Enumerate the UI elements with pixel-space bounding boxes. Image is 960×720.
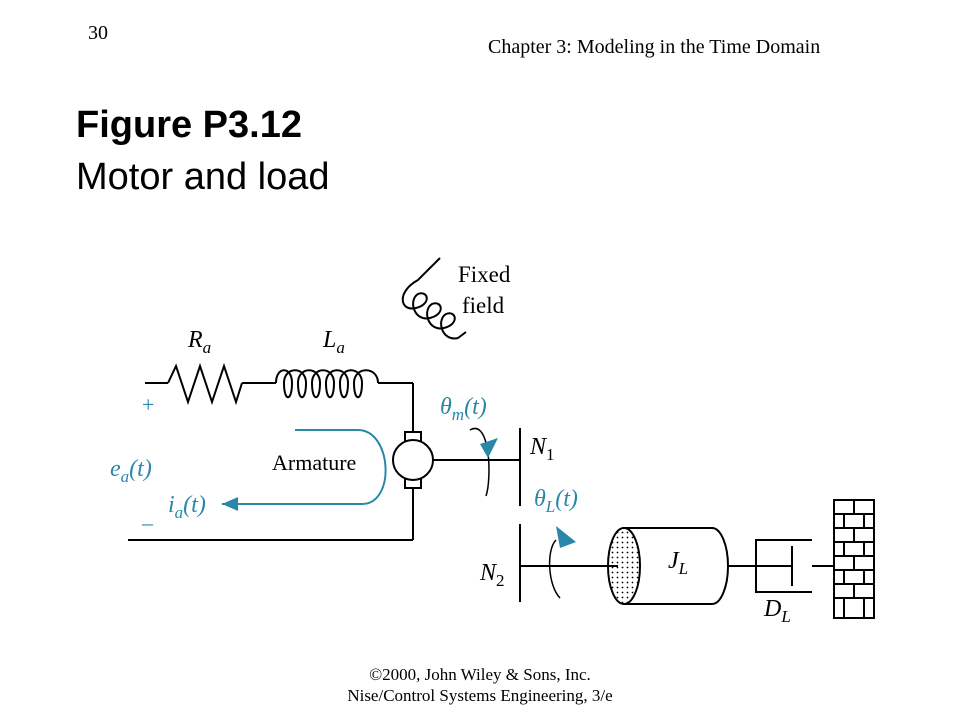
theta-l-arrowhead-icon	[556, 526, 576, 548]
label-minus: –	[141, 510, 154, 535]
label-la: La	[322, 327, 345, 357]
footer: ©2000, John Wiley & Sons, Inc. Nise/Cont…	[0, 664, 960, 706]
fixed-field-coil	[401, 257, 467, 340]
inertia-jl	[607, 527, 729, 605]
chapter-title: Chapter 3: Modeling in the Time Domain	[488, 36, 821, 58]
fixed-wall	[833, 499, 875, 619]
footer-copyright: ©2000, John Wiley & Sons, Inc.	[369, 665, 591, 684]
label-armature: Armature	[272, 450, 356, 475]
label-plus: +	[142, 392, 154, 417]
current-arrow-icon	[222, 497, 238, 511]
theta-l-rotation-arrow	[548, 539, 561, 599]
footer-book-title: Nise/Control Systems Engineering, 3/e	[347, 686, 613, 705]
label-n1: N1	[529, 434, 555, 464]
page-number: 30	[88, 22, 108, 44]
figure-subtitle: Motor and load	[76, 156, 330, 198]
theta-m-arrowhead-icon	[480, 438, 498, 458]
resistor-ra	[167, 362, 243, 406]
damper-dl	[755, 539, 834, 593]
label-dl: DL	[763, 596, 791, 626]
armature-current-arc	[222, 429, 387, 505]
label-jl: JL	[668, 548, 688, 578]
motor-armature	[392, 431, 434, 489]
label-ea: ea(t)	[110, 456, 152, 486]
fixed-field-label-2: field	[462, 293, 505, 318]
label-n2: N2	[479, 560, 505, 590]
label-ia: ia(t)	[168, 492, 206, 522]
inductor-la	[275, 369, 379, 399]
figure-title: Figure P3.12	[76, 104, 302, 146]
label-theta-l: θL(t)	[534, 486, 578, 516]
fixed-field-label-1: Fixed	[458, 262, 511, 287]
label-ra: Ra	[187, 327, 211, 357]
theta-m-rotation-arrow	[469, 427, 490, 497]
label-theta-m: θm(t)	[440, 394, 487, 424]
armature-circuit	[128, 362, 414, 541]
